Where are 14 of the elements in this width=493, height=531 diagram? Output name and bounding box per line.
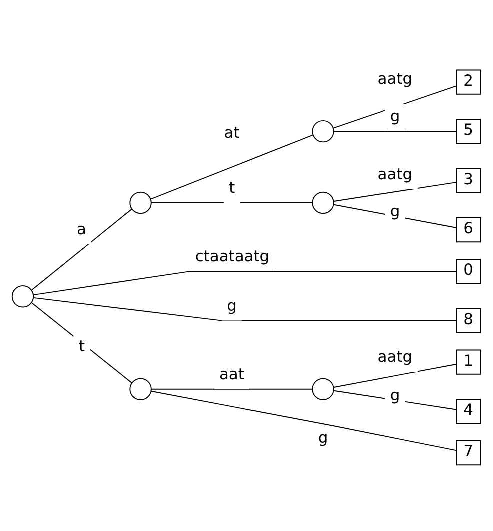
edge-label: g: [390, 202, 400, 220]
edge-label: g: [390, 386, 400, 404]
edge-label: g: [390, 107, 400, 126]
edge-label: a: [77, 220, 87, 238]
edge-label: aatg: [378, 70, 413, 88]
edge-label: g: [318, 428, 328, 447]
edge-label: at: [224, 124, 240, 142]
edge-label: ctaataatg: [195, 247, 270, 266]
edge-label: t: [229, 178, 236, 197]
edge-label: t: [78, 336, 86, 355]
edge-label: aatg: [378, 165, 413, 184]
edge-label: aat: [219, 364, 244, 383]
edge-label: g: [227, 296, 237, 314]
edge-label: aatg: [378, 348, 413, 366]
